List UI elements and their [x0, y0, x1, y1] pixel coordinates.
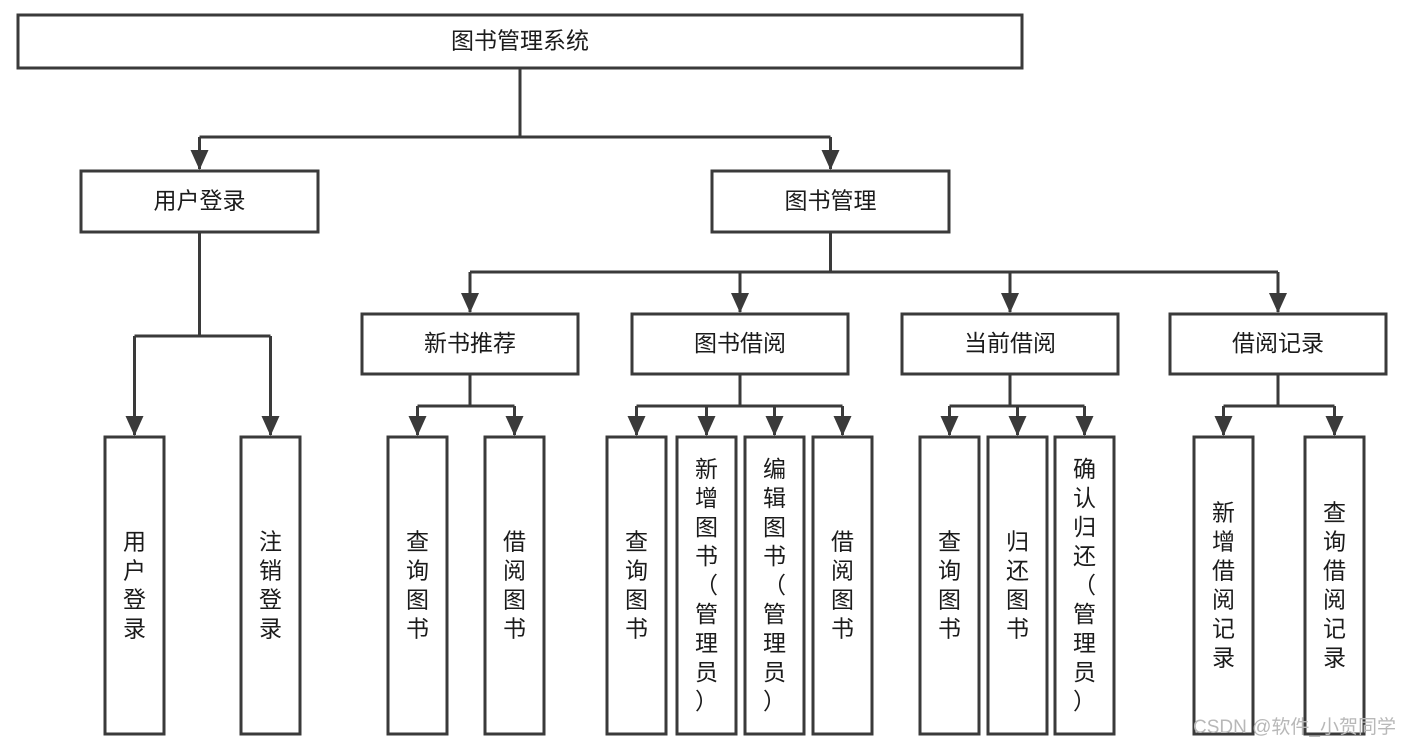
node-label-leaf-query-book-borrow: 查询图书 [625, 529, 648, 642]
arrow-head-icon-leaf-query-borrow-record [1325, 416, 1344, 436]
arrow-head-icon-leaf-logout-login [261, 416, 280, 436]
node-label-current-borrow: 当前借阅 [964, 330, 1056, 356]
arrow-head-icon-leaf-add-borrow-record [1214, 416, 1233, 436]
node-label-leaf-borrow-book-rec: 借阅图书 [503, 529, 526, 642]
arrow-head-icon-leaf-query-book-current [940, 416, 959, 436]
node-label-leaf-user-login: 用户登录 [123, 529, 146, 642]
node-box-current-borrow[interactable] [900, 312, 1120, 376]
node-label-leaf-add-book-admin: 新增图书（管理员） [695, 456, 718, 714]
node-box-leaf-query-book-borrow[interactable] [605, 435, 668, 736]
arrow-head-icon-leaf-borrow-book-rec [505, 416, 524, 436]
node-box-leaf-logout-login[interactable] [239, 435, 302, 736]
arrow-head-icon-root-0 [190, 150, 209, 170]
node-leaf-logout-login[interactable]: 注销登录 [239, 435, 302, 736]
arrow-head-icon-leaf-borrow-book [833, 416, 852, 436]
node-label-new-book-recommend: 新书推荐 [424, 330, 516, 356]
node-box-book-borrow[interactable] [630, 312, 850, 376]
node-box-root[interactable] [16, 13, 1024, 70]
node-leaf-query-book-rec[interactable]: 查询图书 [386, 435, 449, 736]
node-box-user-login[interactable] [79, 169, 320, 234]
node-book-manage[interactable]: 图书管理 [710, 169, 951, 234]
arrow-head-icon-root-1 [821, 150, 840, 170]
node-leaf-borrow-book[interactable]: 借阅图书 [811, 435, 874, 736]
node-label-root: 图书管理系统 [451, 28, 589, 54]
node-label-leaf-confirm-return-admin: 确认归还（管理员） [1073, 456, 1096, 714]
node-label-user-login: 用户登录 [154, 188, 246, 214]
arrow-head-icon-leaf-edit-book-admin [765, 416, 784, 436]
node-leaf-add-borrow-record[interactable]: 新增借阅记录 [1192, 435, 1255, 736]
node-box-book-manage[interactable] [710, 169, 951, 234]
node-box-leaf-add-borrow-record[interactable] [1192, 435, 1255, 736]
node-box-leaf-user-login[interactable] [103, 435, 166, 736]
node-box-leaf-query-borrow-record[interactable] [1303, 435, 1366, 736]
arrow-head-icon-l3-1 [731, 293, 749, 313]
node-box-borrow-record[interactable] [1168, 312, 1388, 376]
node-box-leaf-query-book-rec[interactable] [386, 435, 449, 736]
node-label-leaf-return-book: 归还图书 [1006, 529, 1029, 642]
node-borrow-record[interactable]: 借阅记录 [1168, 312, 1388, 376]
node-new-book-recommend[interactable]: 新书推荐 [360, 312, 580, 376]
node-label-leaf-query-borrow-record: 查询借阅记录 [1323, 500, 1346, 671]
node-label-leaf-add-borrow-record: 新增借阅记录 [1212, 500, 1235, 671]
node-root[interactable]: 图书管理系统 [16, 13, 1024, 70]
arrow-head-icon-leaf-user-login [125, 416, 144, 436]
arrow-head-icon-leaf-query-book-rec [408, 416, 427, 436]
node-user-login[interactable]: 用户登录 [79, 169, 320, 234]
node-leaf-borrow-book-rec[interactable]: 借阅图书 [483, 435, 546, 736]
node-label-leaf-query-book-current: 查询图书 [938, 529, 961, 642]
arrow-head-icon-leaf-query-book-borrow [627, 416, 646, 436]
node-box-leaf-borrow-book[interactable] [811, 435, 874, 736]
node-label-book-borrow: 图书借阅 [694, 330, 786, 356]
node-label-leaf-borrow-book: 借阅图书 [831, 529, 854, 642]
arrow-head-icon-leaf-confirm-return-admin [1075, 416, 1094, 436]
arrow-head-icon-l3-2 [1001, 293, 1019, 313]
node-leaf-user-login[interactable]: 用户登录 [103, 435, 166, 736]
node-box-leaf-edit-book-admin[interactable] [743, 435, 806, 736]
node-box-leaf-borrow-book-rec[interactable] [483, 435, 546, 736]
node-leaf-edit-book-admin[interactable]: 编辑图书（管理员） [743, 435, 806, 736]
arrow-head-icon-leaf-return-book [1008, 416, 1027, 436]
arrow-head-icon-l3-3 [1269, 293, 1287, 313]
node-box-leaf-query-book-current[interactable] [918, 435, 981, 736]
connector-layer [125, 68, 1344, 436]
node-label-leaf-logout-login: 注销登录 [259, 529, 282, 642]
node-label-leaf-query-book-rec: 查询图书 [406, 529, 429, 642]
node-book-borrow[interactable]: 图书借阅 [630, 312, 850, 376]
node-layer: 图书管理系统用户登录图书管理新书推荐图书借阅当前借阅借阅记录用户登录注销登录查询… [16, 13, 1388, 736]
node-box-new-book-recommend[interactable] [360, 312, 580, 376]
node-leaf-return-book[interactable]: 归还图书 [986, 435, 1049, 736]
csdn-watermark: CSDN @软件_小贺同学 [1193, 716, 1396, 738]
node-box-leaf-confirm-return-admin[interactable] [1053, 435, 1116, 736]
node-leaf-query-book-current[interactable]: 查询图书 [918, 435, 981, 736]
node-leaf-query-book-borrow[interactable]: 查询图书 [605, 435, 668, 736]
node-leaf-add-book-admin[interactable]: 新增图书（管理员） [675, 435, 738, 736]
arrow-head-icon-l3-0 [461, 293, 479, 313]
node-box-leaf-add-book-admin[interactable] [675, 435, 738, 736]
node-box-leaf-return-book[interactable] [986, 435, 1049, 736]
node-label-borrow-record: 借阅记录 [1232, 330, 1324, 356]
node-label-book-manage: 图书管理 [785, 188, 877, 214]
node-current-borrow[interactable]: 当前借阅 [900, 312, 1120, 376]
arrow-head-icon-leaf-add-book-admin [697, 416, 716, 436]
node-label-leaf-edit-book-admin: 编辑图书（管理员） [763, 456, 786, 714]
node-leaf-confirm-return-admin[interactable]: 确认归还（管理员） [1053, 435, 1116, 736]
node-leaf-query-borrow-record[interactable]: 查询借阅记录 [1303, 435, 1366, 736]
